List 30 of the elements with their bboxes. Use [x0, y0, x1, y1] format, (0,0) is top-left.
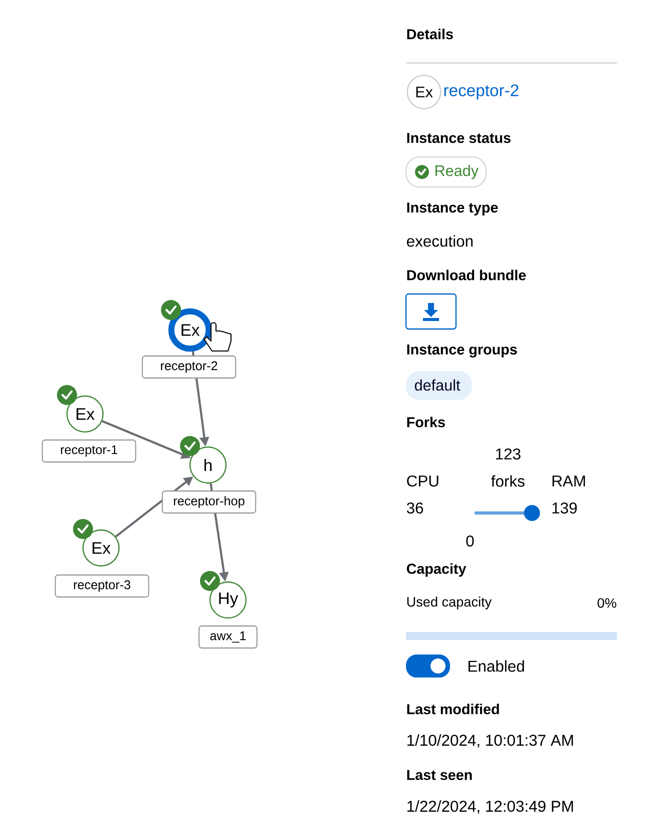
name-label: awx_1: [198, 626, 258, 648]
name-label: receptor-3: [54, 574, 150, 598]
text: Enabled: [468, 660, 524, 672]
text: Used capacity: [407, 596, 492, 610]
text: CPU: [407, 475, 438, 487]
text: 36: [406, 502, 424, 514]
heading: Instance type: [407, 202, 498, 216]
text: forks: [491, 475, 524, 487]
text: 139: [552, 502, 577, 514]
name-label: receptor-hop: [162, 490, 256, 514]
heading: Last seen: [407, 770, 472, 780]
heading: Instance groups: [407, 344, 517, 358]
text: 123: [496, 448, 520, 460]
status-badge: Ready: [405, 156, 487, 188]
name-label: receptor-1: [42, 440, 136, 462]
text: 1/10/2024, 10:01:37 AM: [407, 734, 573, 748]
heading: Download bundle: [407, 270, 526, 280]
text: execution: [406, 235, 473, 247]
text: RAM: [552, 476, 585, 486]
text: 0: [466, 535, 474, 547]
heading: Instance status: [407, 132, 510, 144]
heading: Forks: [407, 416, 445, 428]
heading: Last modified: [407, 704, 499, 714]
name-label: receptor-2: [142, 356, 236, 378]
group-badge: default: [406, 371, 472, 400]
text: 1/22/2024, 12:03:49 PM: [407, 800, 573, 814]
text: 0%: [598, 598, 616, 608]
heading: Details: [407, 28, 453, 40]
link: receptor-2: [444, 84, 518, 100]
heading: Capacity: [406, 563, 466, 577]
